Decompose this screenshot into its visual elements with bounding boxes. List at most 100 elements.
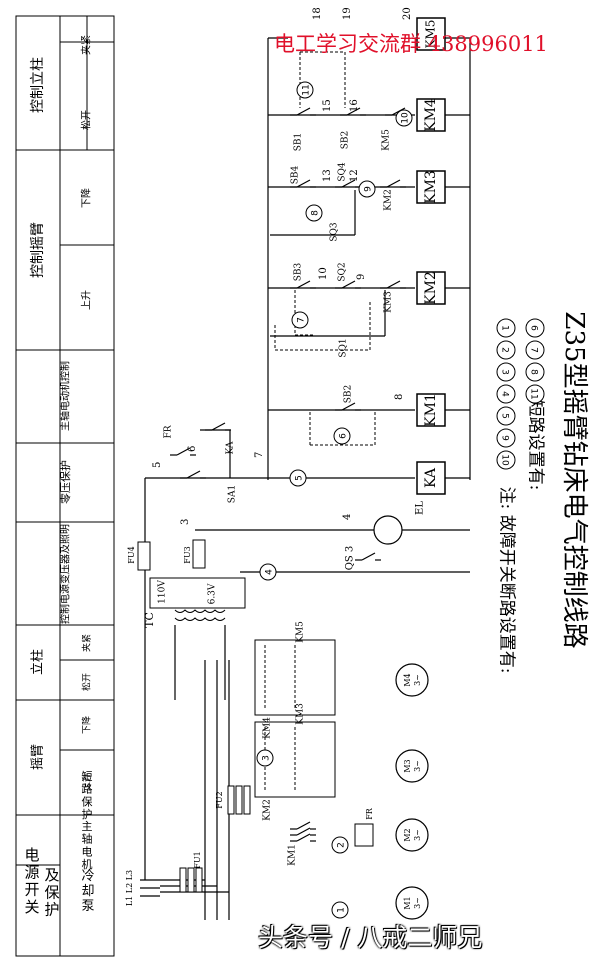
fu1-label: FU1 bbox=[193, 851, 202, 868]
fu1-fuse bbox=[195, 867, 203, 893]
fu1-fuse bbox=[179, 867, 187, 893]
open-num: 2 bbox=[500, 347, 510, 353]
open-num: 1 bbox=[500, 325, 510, 331]
fault-point-9: 9 bbox=[358, 180, 376, 198]
m4-motor-body bbox=[395, 663, 429, 697]
fault-point-ring bbox=[358, 180, 376, 198]
table-power-switch: 电源开关 bbox=[24, 846, 39, 916]
v110-label: 110V bbox=[158, 580, 168, 604]
table-up-2: 上升 bbox=[82, 773, 93, 791]
sa1-contact-blade bbox=[186, 470, 201, 479]
fault-point-ring bbox=[331, 901, 349, 919]
qs3-label: QS 3 bbox=[345, 546, 356, 571]
table-short-protect: 短路保护 bbox=[82, 769, 93, 821]
table-power-protect: 及保护 bbox=[44, 866, 59, 919]
wire-number: 6 bbox=[187, 446, 198, 452]
open-num: 10 bbox=[500, 454, 510, 466]
fault-point-label: 8 bbox=[311, 210, 321, 216]
sb3-label: SB3 bbox=[294, 262, 304, 281]
rev-label-a: KM2 bbox=[263, 799, 273, 821]
sa1-label: SA1 bbox=[228, 485, 238, 503]
fault-point-2: 2 bbox=[331, 836, 349, 854]
circuit-wires bbox=[140, 37, 471, 920]
fault-point-label: 3 bbox=[262, 755, 272, 761]
km1-coil bbox=[416, 393, 446, 427]
fr-label: FR bbox=[164, 425, 174, 438]
fault-point-label: 7 bbox=[297, 317, 307, 323]
el-lamp bbox=[373, 515, 403, 545]
wire-number: 12 bbox=[349, 169, 360, 182]
short-num: 11 bbox=[529, 388, 539, 399]
table-spindle-ctrl: 主轴电动机控制 bbox=[59, 361, 72, 431]
footer-watermark: 头条号 / 八戒二师兄 bbox=[258, 923, 483, 952]
reversing-contactor-0 bbox=[254, 639, 336, 716]
table-power-switch-char: 电 bbox=[24, 846, 39, 864]
fr-thermal-label: FR bbox=[365, 807, 374, 820]
fu4-label: FU4 bbox=[127, 546, 136, 563]
m2-motor-body bbox=[395, 818, 429, 852]
sq4-label: SQ4 bbox=[338, 162, 348, 182]
m1-motor-label: M1 bbox=[403, 896, 412, 909]
table-spindle-motor-char: 主 bbox=[82, 820, 93, 833]
fault-point-5: 5 bbox=[289, 469, 307, 487]
km2-coil bbox=[416, 271, 446, 305]
wire-number: 18 bbox=[312, 7, 323, 20]
sb2-label-a: SB2 bbox=[341, 131, 351, 150]
km2-label: KM2 bbox=[384, 189, 394, 211]
table-coolant-pump-char: 泵 bbox=[81, 899, 94, 914]
diagram-title: Z35型摇臂钻床电气控制线路 bbox=[559, 311, 589, 648]
wire-number: 10 bbox=[318, 267, 329, 280]
km5-coil bbox=[416, 17, 446, 51]
wire-number: 19 bbox=[342, 7, 353, 20]
fault-point-label: 9 bbox=[364, 186, 374, 192]
table-clamp-2: 夹紧 bbox=[81, 634, 93, 652]
table-power-switch-char: 开 bbox=[24, 881, 39, 899]
wire-number: 16 bbox=[349, 99, 360, 112]
sb4-contact-blade bbox=[296, 179, 311, 188]
fu4-fuse bbox=[137, 541, 151, 571]
sb1-label: SB1 bbox=[294, 133, 304, 152]
fault-point-label: 11 bbox=[302, 84, 312, 95]
rev-label-b: KM5 bbox=[296, 621, 306, 643]
km4-coil bbox=[416, 98, 446, 132]
open-num-ring bbox=[496, 406, 516, 426]
ka-coil-label: KA bbox=[423, 467, 439, 488]
open-num-ring bbox=[496, 362, 516, 382]
table-up: 上升 bbox=[81, 290, 93, 310]
km3-label: KM3 bbox=[384, 291, 394, 313]
function-table-text: 控制立柱夹紧松开控制摇臂下降上升主轴电动机控制零压保护控制电源变压器及照明立柱夹… bbox=[24, 35, 94, 919]
km5-label: KM5 bbox=[382, 129, 392, 151]
wire-number: 9 bbox=[356, 274, 367, 280]
short-num-ring bbox=[525, 384, 545, 404]
wire-number: 3 bbox=[180, 519, 191, 525]
km1-main-contact-blade bbox=[296, 821, 311, 830]
table-border bbox=[15, 15, 115, 957]
table-down: 下降 bbox=[80, 188, 93, 208]
open-num-ring bbox=[496, 318, 516, 338]
fault-point-10: 10 bbox=[395, 109, 413, 127]
wire-number: 8 bbox=[394, 394, 405, 400]
table-undervoltage: 零压保护 bbox=[58, 460, 72, 504]
km1-coil-label: KM1 bbox=[423, 393, 439, 427]
open-num: 4 bbox=[500, 391, 510, 397]
fr-contact-blade bbox=[176, 447, 191, 456]
sq1-label: SQ1 bbox=[339, 338, 349, 357]
table-coolant-pump-char: 却 bbox=[81, 884, 94, 899]
fault-point-ring bbox=[333, 427, 351, 445]
transformer-winding bbox=[174, 609, 226, 613]
sb2-label: SB2 bbox=[344, 385, 354, 404]
wire-number: 20 bbox=[402, 7, 413, 20]
m4-motor-phase: 3~ bbox=[413, 674, 422, 686]
sq3-label: SQ3 bbox=[330, 222, 340, 242]
km3-coil bbox=[416, 170, 446, 204]
fault-point-ring bbox=[259, 563, 277, 581]
fault-point-ring bbox=[305, 204, 323, 222]
fault-point-label: 1 bbox=[337, 907, 347, 913]
table-ctrl-column: 控制立柱 bbox=[30, 57, 46, 113]
sb3-contact-blade bbox=[296, 280, 311, 289]
m3-motor-body bbox=[395, 749, 429, 783]
table-coolant-pump: 冷却泵 bbox=[81, 869, 94, 914]
